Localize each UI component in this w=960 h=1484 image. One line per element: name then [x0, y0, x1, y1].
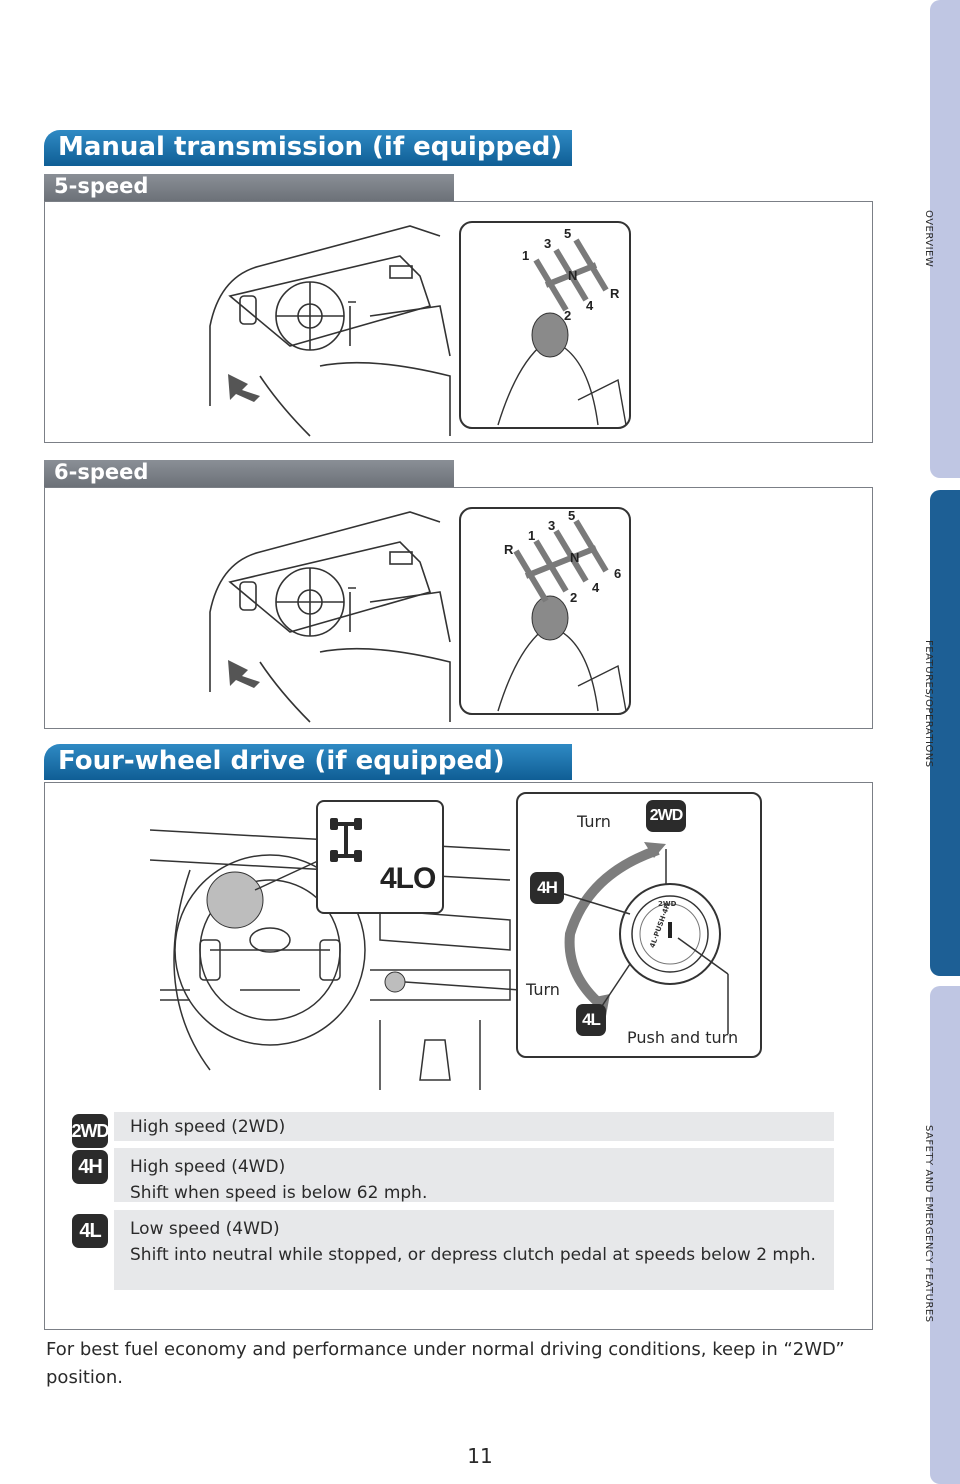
gear-6: 6 — [614, 566, 621, 581]
gear-2: 2 — [570, 590, 577, 605]
gear-5: 5 — [568, 508, 575, 523]
gear-n: N — [570, 550, 579, 565]
legend-badge-4l: 4L — [72, 1214, 108, 1248]
four-wheel-drive-title: Four-wheel drive (if equipped) — [58, 746, 505, 776]
five-speed-shift-pattern: 1 3 5 N 2 4 R — [459, 221, 631, 429]
dial-ring-2wd: 2WD — [658, 900, 677, 908]
fuel-economy-note: For best fuel economy and performance un… — [46, 1339, 845, 1388]
five-speed-panel — [44, 201, 873, 443]
legend-4l-line2: Shift into neutral while stopped, or dep… — [130, 1245, 816, 1265]
gear-r: R — [610, 286, 620, 301]
four-wheel-drive-header: Four-wheel drive (if equipped) — [44, 744, 572, 780]
gear-r: R — [504, 542, 514, 557]
six-speed-panel — [44, 487, 873, 729]
legend-4l-line1: Low speed (4WD) — [130, 1219, 280, 1239]
gear-3: 3 — [544, 236, 551, 251]
gear-n: N — [568, 268, 577, 283]
legend-2wd-line1: High speed (2WD) — [130, 1117, 286, 1137]
gear-5: 5 — [564, 226, 571, 241]
dial-badge-4h: 4H — [530, 872, 564, 904]
gear-1: 1 — [528, 528, 535, 543]
gear-4: 4 — [592, 580, 600, 595]
tab-features-operations[interactable] — [930, 490, 960, 976]
legend-row-4h: High speed (4WD) Shift when speed is bel… — [114, 1148, 834, 1203]
turn-label-top: Turn — [577, 812, 611, 831]
legend-4h-line1: High speed (4WD) — [130, 1157, 286, 1177]
six-speed-header: 6-speed — [44, 460, 454, 487]
page-number: 11 — [467, 1444, 493, 1468]
dial-badge-2wd: 2WD — [646, 800, 686, 832]
gear-3: 3 — [548, 518, 555, 533]
five-speed-header: 5-speed — [44, 174, 454, 201]
tab-label-features: FEATURES/OPERATIONS — [923, 640, 934, 768]
four-wheel-drive-indicator-icon — [330, 818, 362, 862]
legend-row-4l: Low speed (4WD) Shift into neutral while… — [114, 1210, 834, 1290]
gear-2: 2 — [564, 308, 571, 323]
manual-transmission-title: Manual transmission (if equipped) — [58, 132, 563, 162]
turn-label-bottom: Turn — [526, 980, 560, 999]
legend-badge-4h: 4H — [72, 1150, 108, 1184]
transfer-dial-illustration: 2WD 4L·PUSH·4H — [563, 842, 729, 1034]
side-tabs — [930, 0, 960, 1484]
legend-row-2wd: High speed (2WD) — [114, 1112, 834, 1141]
legend-4h-line2: Shift when speed is below 62 mph. — [130, 1183, 428, 1203]
four-lo-text: 4LO — [380, 862, 436, 895]
gear-1: 1 — [522, 248, 529, 263]
push-and-turn-label: Push and turn — [627, 1028, 739, 1047]
manual-transmission-header: Manual transmission (if equipped) — [44, 130, 572, 166]
five-speed-label: 5-speed — [54, 174, 149, 198]
six-speed-cabin-illustration — [209, 511, 451, 723]
tab-overview[interactable] — [930, 0, 960, 478]
gear-4: 4 — [586, 298, 594, 313]
five-speed-cabin-illustration — [209, 225, 451, 437]
dial-badge-4l: 4L — [576, 1004, 606, 1036]
tab-label-safety: SAFETY AND EMERGENCY FEATURES — [923, 1125, 934, 1323]
tab-safety-emergency[interactable] — [930, 986, 960, 1484]
legend-badge-2wd: 2WD — [72, 1114, 110, 1148]
six-speed-shift-pattern: R 1 3 5 N 2 4 6 — [459, 507, 631, 715]
tab-label-overview: OVERVIEW — [923, 210, 934, 268]
six-speed-label: 6-speed — [54, 460, 149, 484]
